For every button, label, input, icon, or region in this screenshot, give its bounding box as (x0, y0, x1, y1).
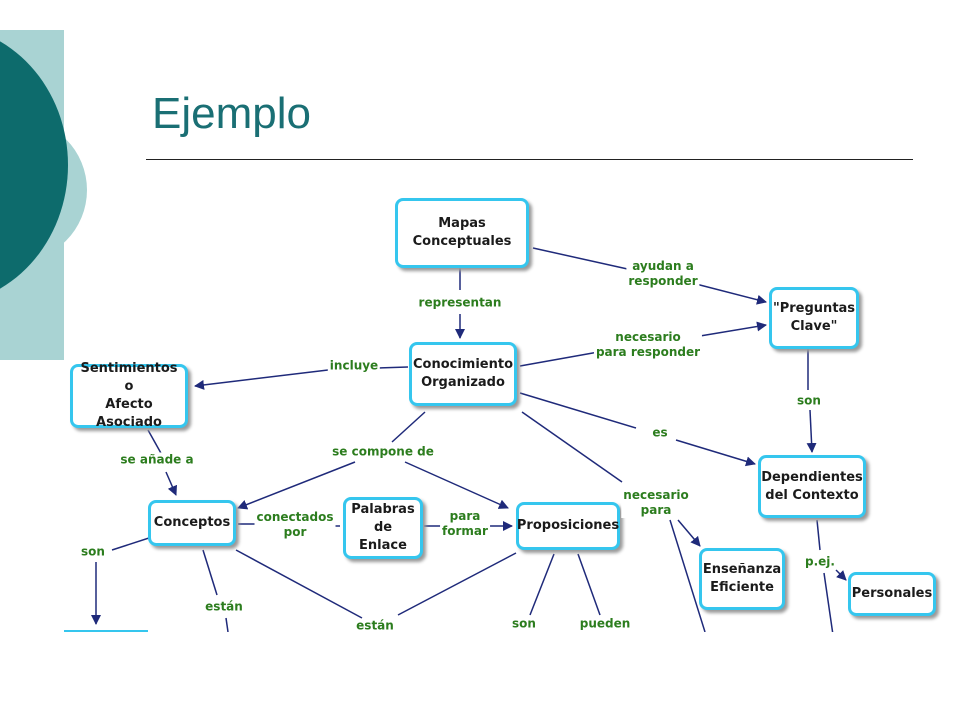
node-dependientes-contexto: Dependientes del Contexto (758, 455, 866, 518)
edge-conocimiento-incluye (377, 366, 409, 369)
node-proposiciones: Proposiciones (516, 502, 620, 550)
edge-proposiciones-pueden (577, 553, 601, 616)
node-palabras-enlace: Palabras de Enlace (343, 497, 423, 559)
link-para-formar: para formar (440, 509, 490, 539)
link-son-proposiciones: son (510, 616, 538, 632)
cut-node-edge (64, 630, 148, 632)
node-personales: Personales (848, 572, 936, 616)
concept-map-connectors (64, 247, 847, 632)
edge-sean-conceptos (165, 471, 177, 496)
title-rule (146, 159, 913, 160)
link-pej: p.ej. (803, 554, 837, 570)
link-son-preguntas: son (795, 393, 823, 409)
link-estan-left: están (203, 599, 245, 615)
link-incluye: incluye (327, 358, 381, 374)
edge-necesario-para-down (669, 519, 706, 632)
edge-estan-down (225, 617, 229, 632)
link-estan-mid: están (354, 618, 396, 632)
edge-conocimiento-es (519, 392, 637, 429)
node-conceptos: Conceptos (148, 500, 236, 546)
link-representan: representan (416, 295, 504, 311)
edge-conceptos-estan (202, 549, 218, 596)
node-ensenanza-eficiente: Enseñanza Eficiente (699, 548, 785, 610)
edge-mapas-ayudan (532, 247, 633, 271)
edge-conocimiento-necesario-para (521, 411, 623, 483)
edge-conceptos-son (111, 536, 153, 551)
edge-proposiciones-son (529, 553, 555, 616)
edge-sentimientos-sean (147, 429, 163, 456)
edge-pej-down (823, 572, 834, 632)
edge-conocimiento-necesario (519, 350, 605, 367)
edge-es-dependientes (675, 439, 756, 467)
decor-dark-circle (0, 41, 68, 289)
node-conocimiento-organizado: Conocimiento Organizado (409, 342, 517, 406)
edge-proposiciones-estan-mid (397, 552, 517, 616)
edge-incluye-sentimientos (194, 369, 329, 390)
link-necesario-para: necesario para (621, 488, 691, 518)
edge-secompone-conceptos (237, 461, 356, 510)
link-pueden: pueden (577, 616, 633, 632)
node-preguntas-clave: "Preguntas Clave" (769, 287, 859, 349)
edge-secompone-proposiciones (404, 461, 509, 509)
edge-conocimiento-secompone (391, 411, 426, 443)
link-se-anade-a: se añade a (118, 452, 196, 468)
edge-son-dependientes (806, 409, 817, 453)
node-mapas-conceptuales: Mapas Conceptuales (395, 198, 529, 268)
edge-ayudan-preguntas (695, 283, 767, 305)
edge-necesario-para-ensenanza (677, 519, 701, 547)
link-conectados-por: conectados por (254, 510, 336, 540)
edge-dependientes-pej (816, 519, 821, 551)
link-es: es (650, 425, 670, 441)
slide-title: Ejemplo (152, 89, 311, 138)
edge-pej-personales (835, 569, 847, 581)
link-necesario-para-responder: necesario para responder (593, 330, 703, 360)
link-son-conceptos: son (79, 544, 107, 560)
concept-map: Mapas Conceptuales "Preguntas Clave" Con… (60, 190, 950, 632)
edge-necesario-preguntas (699, 321, 767, 337)
link-se-compone-de: se compone de (330, 444, 436, 460)
node-sentimientos: Sentimientos o Afecto Asociado (70, 361, 188, 430)
link-ayudan-a-responder: ayudan a responder (626, 259, 700, 289)
edge-conceptos-estan-mid (235, 549, 363, 619)
